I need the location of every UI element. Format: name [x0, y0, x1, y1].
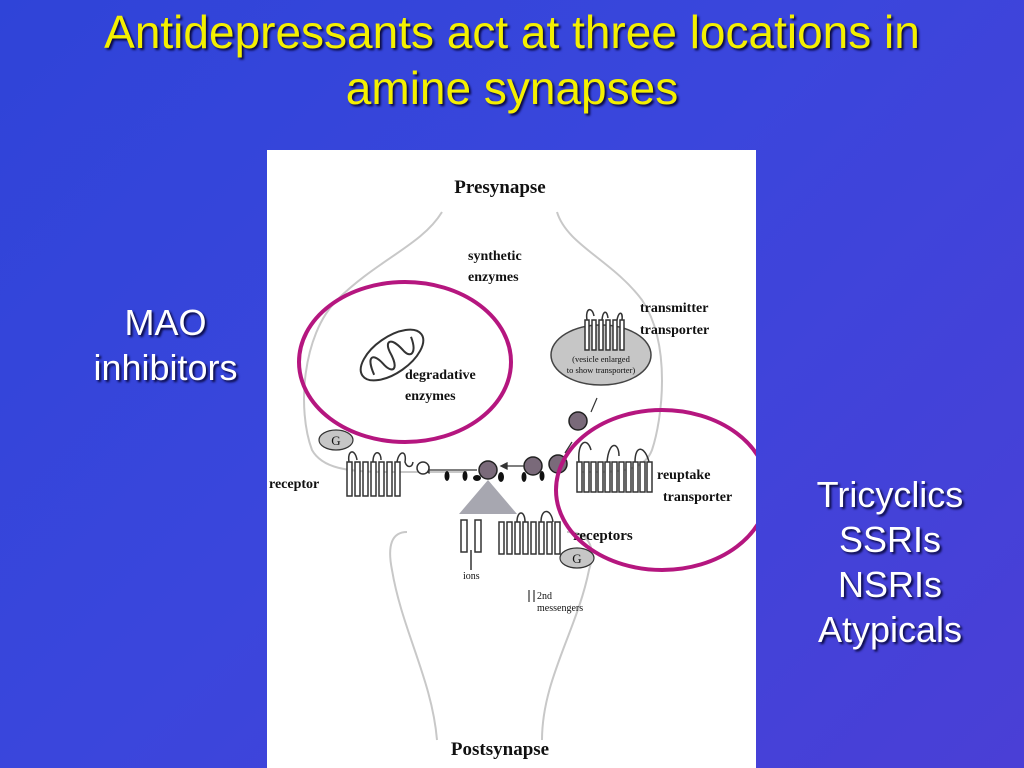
title-line-1: Antidepressants act at three locations i…	[0, 4, 1024, 60]
slide-title: Antidepressants act at three locations i…	[0, 4, 1024, 116]
synapse-diagram: Presynapse Postsynapse synthetic enzymes…	[267, 150, 756, 768]
mao-inhibitors-label: MAO inhibitors	[78, 300, 253, 390]
transmitter-transporter-label-1: transmitter	[640, 301, 708, 316]
drug-nsris: NSRIs	[800, 562, 980, 607]
autoreceptor-icon	[347, 452, 429, 496]
ion-channel-icon	[461, 520, 481, 570]
g-protein-label-1: G	[331, 433, 340, 448]
degradative-enzymes-label-2: enzymes	[405, 389, 456, 404]
second-messengers-label-2: messengers	[537, 603, 583, 614]
reuptake-drug-list: Tricyclics SSRIs NSRIs Atypicals	[800, 472, 980, 652]
synthetic-enzymes-label-1: synthetic	[468, 249, 522, 264]
second-messenger-arrows-icon	[529, 590, 534, 602]
presynapse-label: Presynapse	[454, 177, 545, 198]
reuptake-transporter-label-1: reuptake	[657, 468, 710, 483]
g-protein-postsynaptic-icon: G	[560, 548, 594, 568]
ions-label: ions	[463, 571, 480, 582]
synapse-diagram-panel: Presynapse Postsynapse synthetic enzymes…	[267, 150, 756, 768]
degradative-enzymes-label-1: degradative	[405, 368, 476, 383]
vesicle-icon: (vesicle enlarged to show transporter)	[551, 310, 651, 412]
g-protein-label-2: G	[572, 551, 581, 566]
drug-tricyclics: Tricyclics	[800, 472, 980, 517]
mao-label-line-1: MAO	[78, 300, 253, 345]
postsynaptic-receptor-icon	[499, 512, 560, 555]
mao-label-line-2: inhibitors	[78, 345, 253, 390]
postsynapse-label: Postsynapse	[451, 739, 549, 760]
release-gradient-icon	[459, 480, 517, 514]
drug-ssris: SSRIs	[800, 517, 980, 562]
reuptake-transporter-icon	[577, 442, 652, 492]
vesicle-note-1: (vesicle enlarged	[572, 354, 630, 364]
receptor-label: receptor	[269, 477, 319, 492]
synthetic-enzymes-label-2: enzymes	[468, 270, 519, 285]
transmitter-molecules	[479, 412, 587, 479]
transmitter-transporter-label-2: transporter	[640, 323, 709, 338]
reuptake-transporter-label-2: transporter	[663, 490, 732, 505]
drug-atypicals: Atypicals	[800, 607, 980, 652]
g-protein-presynaptic-icon: G	[319, 430, 353, 450]
vesicle-note-2: to show transporter)	[567, 365, 636, 375]
postsynapse-membrane	[390, 532, 592, 740]
title-line-2: amine synapses	[0, 60, 1024, 116]
second-messengers-label-1: 2nd	[537, 591, 552, 602]
